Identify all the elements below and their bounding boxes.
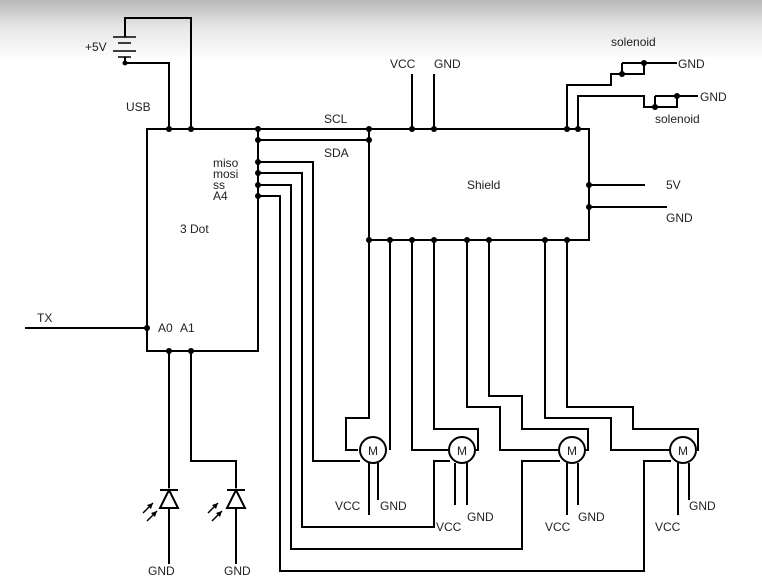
junction-dot: [641, 60, 647, 66]
motor-2-label: M: [457, 444, 467, 458]
junction-dot: [166, 126, 172, 132]
led-1-gnd-label: GND: [148, 564, 175, 576]
led-1: GND: [142, 348, 180, 576]
motor-2-vcc-label: VCC: [436, 520, 462, 534]
motor-1-vcc-label: VCC: [335, 499, 361, 513]
motor-4: M VCC GND: [544, 240, 716, 534]
solenoid-2-gnd-label: GND: [700, 90, 727, 104]
solenoid-top-label: solenoid: [611, 35, 656, 49]
tx-label: TX: [37, 311, 52, 325]
junction-dot: [586, 204, 592, 210]
shield-label: Shield: [467, 178, 500, 192]
junction-dot: [652, 104, 658, 110]
board-label: 3 Dot: [180, 222, 209, 236]
a0-label: A0: [158, 321, 173, 335]
junction-dot: [674, 93, 680, 99]
sda-label: SDA: [324, 146, 349, 160]
vcc-top-label: VCC: [390, 57, 416, 71]
plus5v-label: +5V: [85, 40, 107, 54]
junction-dot: [144, 325, 150, 331]
motor-1-label: M: [368, 444, 378, 458]
junction-dot: [188, 126, 194, 132]
motor-2: M VCC GND: [411, 240, 494, 534]
led-2: GND: [188, 348, 251, 576]
motor-4-label: M: [678, 444, 688, 458]
motor-4-vcc-label: VCC: [655, 520, 681, 534]
junction-dot: [122, 60, 128, 66]
ss-label: ss: [213, 178, 225, 192]
board-3dot: [146, 128, 259, 352]
battery-minus-wire: [124, 57, 170, 129]
motor-4-gnd-label: GND: [689, 499, 716, 513]
junction-dot: [409, 126, 415, 132]
shield-5v-label: 5V: [666, 178, 681, 192]
shield-gnd-label: GND: [666, 211, 693, 225]
motor-1-gnd-label: GND: [380, 499, 407, 513]
led-2-gnd-label: GND: [224, 564, 251, 576]
mosi-label: mosi: [213, 167, 238, 181]
a1-label: A1: [180, 321, 195, 335]
junction-dot: [575, 126, 581, 132]
battery-plus-wire: [124, 17, 192, 129]
motor-2-gnd-label: GND: [467, 510, 494, 524]
usb-label: USB: [126, 100, 151, 114]
solenoid-bottom-label: solenoid: [655, 112, 700, 126]
motor-3: M VCC GND: [466, 240, 605, 534]
spi-wires: [255, 159, 671, 572]
motor-3-label: M: [567, 444, 577, 458]
a4-label: A4: [213, 189, 228, 203]
junction-dot: [255, 137, 261, 143]
solenoid-1-wire: [566, 62, 677, 129]
junction-dot: [431, 126, 437, 132]
top-gradient: [0, 0, 762, 60]
junction-dot: [255, 126, 261, 132]
solenoid-2-wire: [577, 95, 698, 129]
battery: [113, 36, 136, 58]
motor-1: M VCC GND: [335, 240, 407, 515]
scl-label: SCL: [324, 112, 348, 126]
motor-3-gnd-label: GND: [578, 510, 605, 524]
junction-dot: [619, 71, 625, 77]
miso-label: miso: [213, 156, 239, 170]
junction-dot: [586, 182, 592, 188]
gnd-top-label: GND: [434, 57, 461, 71]
motor-3-vcc-label: VCC: [545, 520, 571, 534]
solenoid-1-gnd-label: GND: [678, 57, 705, 71]
junction-dot: [564, 126, 570, 132]
